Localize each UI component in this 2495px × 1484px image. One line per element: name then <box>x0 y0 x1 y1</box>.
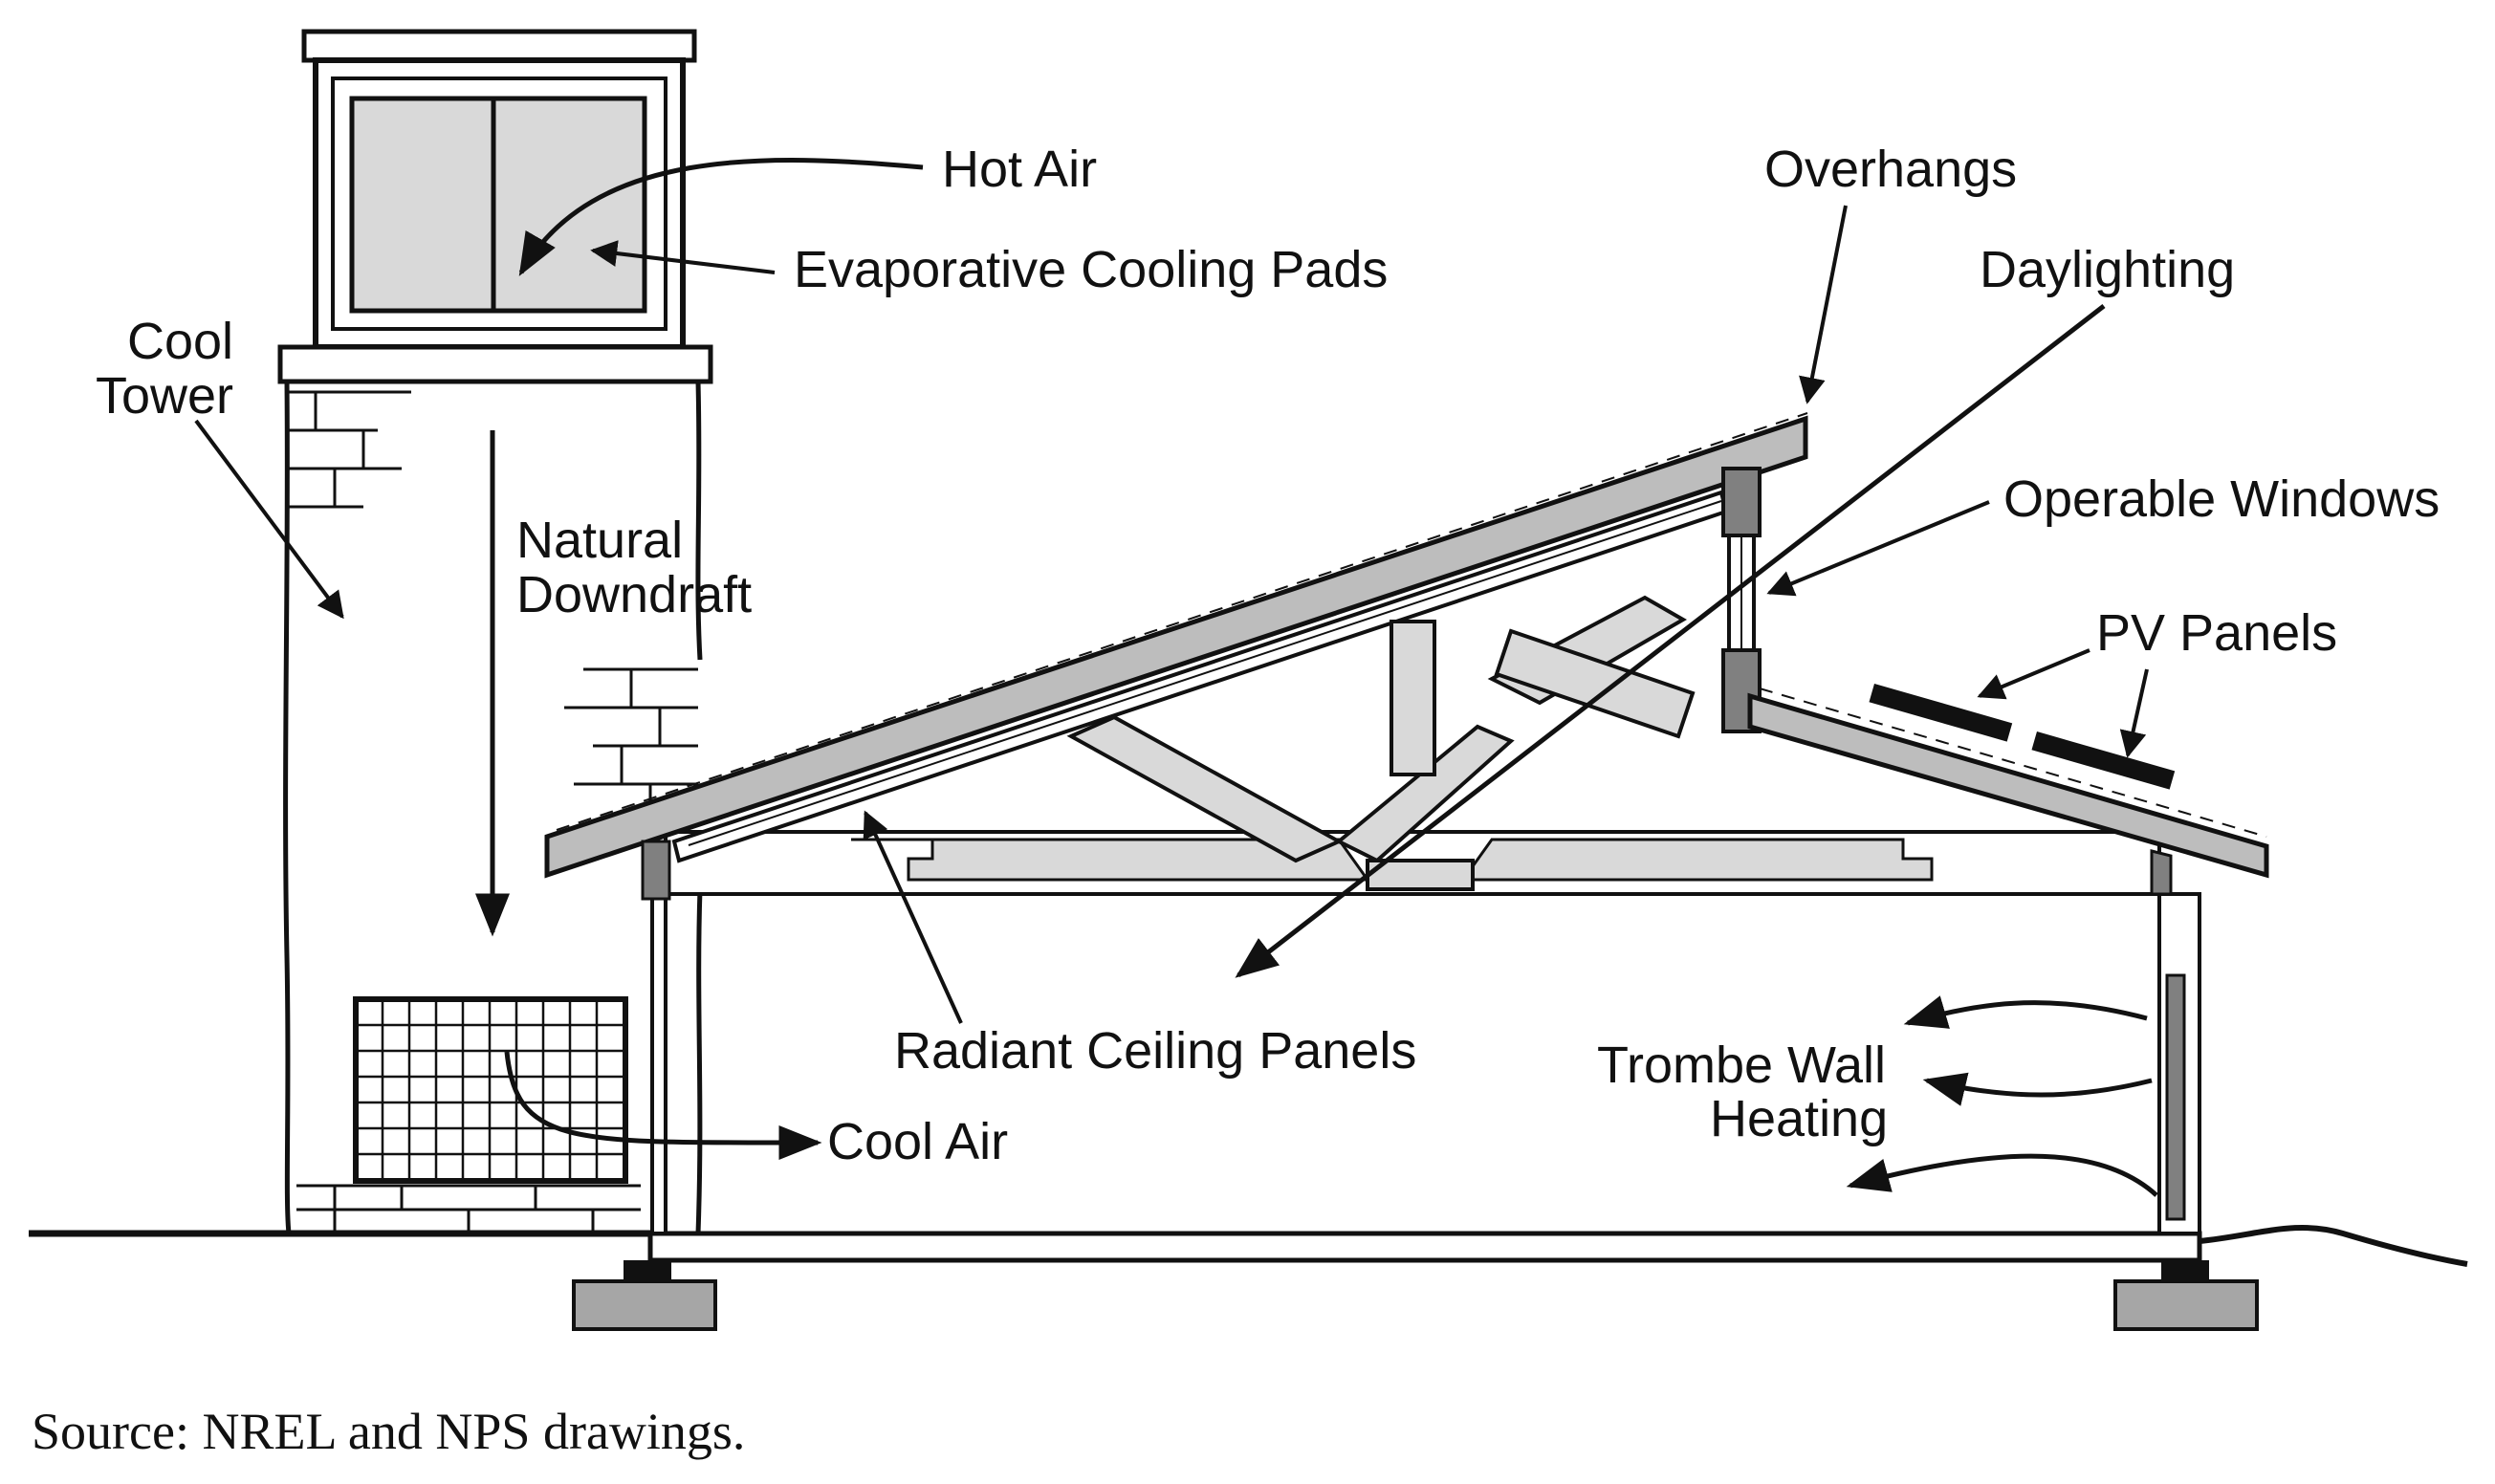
cool-tower <box>277 29 713 1234</box>
trombe-heat-arrow-1 <box>1903 995 2148 1029</box>
daylighting-arrow <box>1235 304 2106 978</box>
pv-panel-1 <box>1869 684 2013 742</box>
label-downdraft: Downdraft <box>516 566 752 623</box>
main-roof <box>544 415 1808 879</box>
leader-lines <box>194 158 2158 1197</box>
label-trombe-wall: Trombe Wall <box>1597 1037 1886 1094</box>
building <box>544 412 2269 1331</box>
trombe-heat-arrow-2 <box>1922 1072 2153 1106</box>
labels: Hot Air Evaporative Cooling Pads Cool To… <box>32 141 2440 1460</box>
source-caption: Source: NREL and NPS drawings. <box>32 1403 745 1460</box>
floor-slab <box>647 1231 2202 1263</box>
label-cool-air: Cool Air <box>827 1113 1008 1170</box>
pv-panels-leader-1 <box>1977 648 2090 700</box>
cooling-pads-leader <box>590 240 776 274</box>
label-operable-windows: Operable Windows <box>2003 470 2440 528</box>
operable-windows-leader <box>1766 500 1990 597</box>
cool-air-arrow <box>504 1051 822 1161</box>
radiant-ceiling-leader <box>863 810 963 1024</box>
lower-roof <box>1747 692 2269 879</box>
label-radiant-ceiling-panels: Radiant Ceiling Panels <box>894 1022 1416 1080</box>
label-cool: Cool <box>127 313 233 370</box>
label-daylighting: Daylighting <box>1980 241 2235 298</box>
label-tower: Tower <box>96 367 233 425</box>
label-hot-air: Hot Air <box>942 141 1097 198</box>
label-heating: Heating <box>1710 1090 1888 1147</box>
cool-tower-leader <box>194 419 344 620</box>
ground <box>29 1224 2468 1267</box>
trombe-heat-arrow-3 <box>1846 1153 2158 1197</box>
hot-air-arrow <box>518 158 924 276</box>
evaporative-cooling-pad-right <box>491 96 647 314</box>
label-evaporative-cooling-pads: Evaporative Cooling Pads <box>794 241 1388 298</box>
overhangs-leader <box>1799 205 1848 404</box>
label-overhangs: Overhangs <box>1764 141 2017 198</box>
evaporative-cooling-pad-left <box>349 96 496 314</box>
label-pv-panels: PV Panels <box>2096 604 2337 662</box>
trombe-wall <box>2165 973 2186 1221</box>
label-natural: Natural <box>516 512 683 569</box>
pv-panels-leader-2 <box>2119 668 2149 758</box>
pv-panel-2 <box>2031 731 2176 790</box>
